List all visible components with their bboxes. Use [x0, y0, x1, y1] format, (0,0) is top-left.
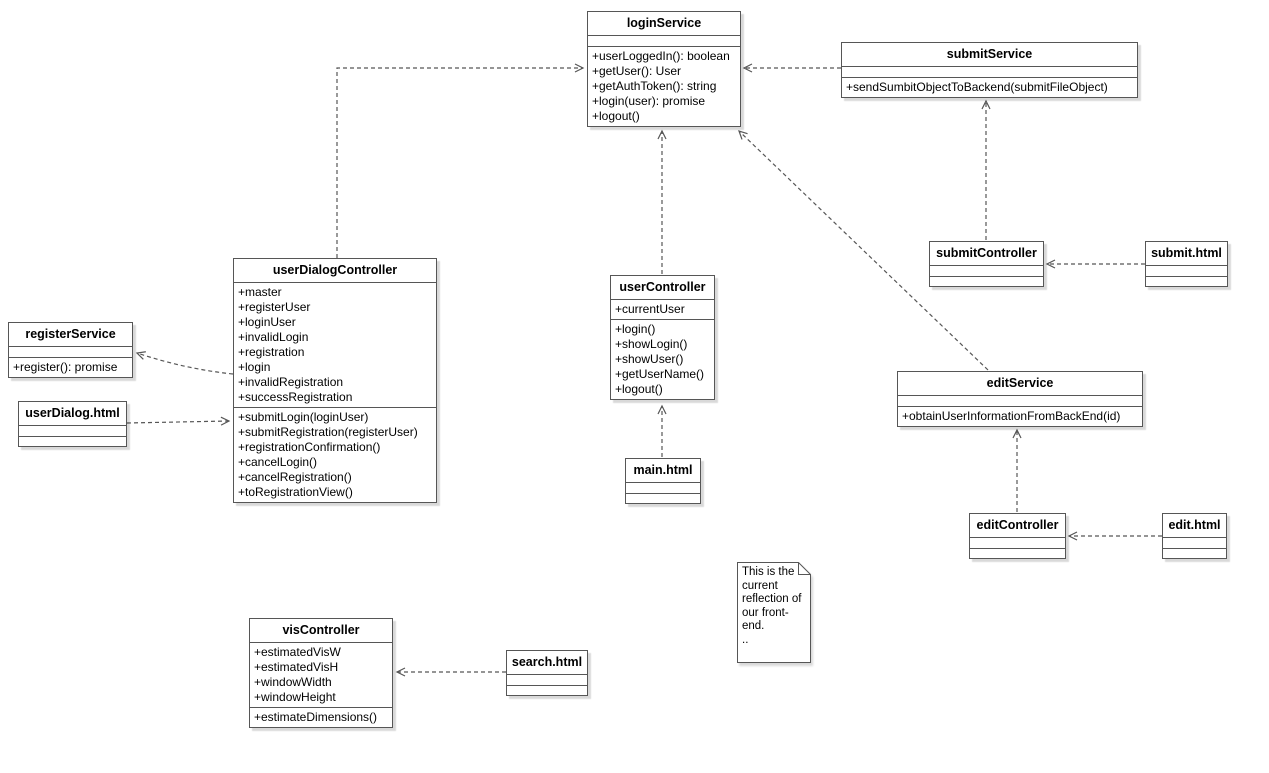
class-title: userDialog.html	[19, 402, 126, 426]
member-line: +logout()	[615, 382, 663, 396]
class-registerservice[interactable]: registerService +register(): promise	[8, 322, 133, 378]
class-methods	[507, 685, 587, 695]
class-methods: +obtainUserInformationFromBackEnd(id)	[898, 406, 1142, 426]
class-attributes	[626, 483, 700, 493]
class-methods: +userLoggedIn(): boolean+getUser(): User…	[588, 46, 740, 126]
member-line: +register(): promise	[13, 360, 118, 374]
class-submitcontroller[interactable]: submitController	[929, 241, 1044, 287]
class-methods: +sendSumbitObjectToBackend(submitFileObj…	[842, 77, 1137, 97]
member-line: +estimatedVisH	[254, 660, 339, 674]
class-methods	[19, 436, 126, 446]
member-line: +sendSumbitObjectToBackend(submitFileObj…	[846, 80, 1108, 94]
class-methods	[1146, 276, 1227, 286]
class-methods: +register(): promise	[9, 357, 132, 377]
member-line: +cancelLogin()	[238, 455, 318, 469]
member-line: +registration	[238, 345, 305, 359]
member-line: +estimatedVisW	[254, 645, 341, 659]
class-viscontroller[interactable]: visController +estimatedVisW+estimatedVi…	[249, 618, 393, 728]
class-title: submitController	[930, 242, 1043, 266]
class-editcontroller[interactable]: editController	[969, 513, 1066, 559]
class-attributes	[898, 396, 1142, 406]
class-main-html[interactable]: main.html	[625, 458, 701, 504]
class-attributes	[1163, 538, 1226, 548]
class-methods: +estimateDimensions()	[250, 707, 392, 727]
member-line: +registrationConfirmation()	[238, 440, 381, 454]
member-line: +invalidLogin	[238, 330, 309, 344]
member-line: +master	[238, 285, 282, 299]
class-title: loginService	[588, 12, 740, 36]
class-methods	[970, 548, 1065, 558]
class-title: search.html	[507, 651, 587, 675]
class-attributes	[930, 266, 1043, 276]
note-text: This is the current reflection of our fr…	[742, 566, 802, 646]
member-line: +submitLogin(loginUser)	[238, 410, 369, 424]
class-title: submitService	[842, 43, 1137, 67]
class-title: userController	[611, 276, 714, 300]
class-edit-html[interactable]: edit.html	[1162, 513, 1227, 559]
class-attributes	[970, 538, 1065, 548]
class-title: userDialogController	[234, 259, 436, 283]
class-title: submit.html	[1146, 242, 1227, 266]
edge-editservice-to-loginservice[interactable]	[738, 130, 989, 371]
member-line: +logout()	[592, 109, 640, 123]
member-line: +cancelRegistration()	[238, 470, 352, 484]
class-attributes	[9, 347, 132, 357]
member-line: +login()	[615, 322, 656, 336]
class-attributes	[588, 36, 740, 46]
member-line: +windowHeight	[254, 690, 336, 704]
class-title: editController	[970, 514, 1065, 538]
member-line: +estimateDimensions()	[254, 710, 378, 724]
class-title: editService	[898, 372, 1142, 396]
class-attributes: +master+registerUser+loginUser+invalidLo…	[234, 283, 436, 407]
member-line: +obtainUserInformationFromBackEnd(id)	[902, 409, 1121, 423]
class-methods: +login()+showLogin()+showUser()+getUserN…	[611, 319, 714, 399]
member-line: +registerUser	[238, 300, 311, 314]
class-title: visController	[250, 619, 392, 643]
class-title: edit.html	[1163, 514, 1226, 538]
member-line: +getAuthToken(): string	[592, 79, 717, 93]
member-line: +windowWidth	[254, 675, 332, 689]
class-attributes	[19, 426, 126, 436]
class-title: main.html	[626, 459, 700, 483]
member-line: +invalidRegistration	[238, 375, 344, 389]
class-usercontroller[interactable]: userController +currentUser +login()+sho…	[610, 275, 715, 400]
member-line: +currentUser	[615, 302, 685, 316]
member-line: +showLogin()	[615, 337, 688, 351]
class-search-html[interactable]: search.html	[506, 650, 588, 696]
member-line: +getUser(): User	[592, 64, 682, 78]
class-userdialogcontroller[interactable]: userDialogController +master+registerUse…	[233, 258, 437, 503]
class-editservice[interactable]: editService +obtainUserInformationFromBa…	[897, 371, 1143, 427]
note[interactable]: This is the current reflection of our fr…	[737, 562, 811, 663]
class-attributes: +estimatedVisW+estimatedVisH+windowWidth…	[250, 643, 392, 707]
class-attributes	[842, 67, 1137, 77]
member-line: +showUser()	[615, 352, 684, 366]
member-line: +login(user): promise	[592, 94, 706, 108]
edge-userdialoghtml-to-userdialogcontroller[interactable]	[126, 416, 231, 426]
class-title: registerService	[9, 323, 132, 347]
member-line: +successRegistration	[238, 390, 353, 404]
class-methods	[1163, 548, 1226, 558]
class-methods: +submitLogin(loginUser)+submitRegistrati…	[234, 407, 436, 502]
member-line: +submitRegistration(registerUser)	[238, 425, 418, 439]
class-attributes	[1146, 266, 1227, 276]
class-submit-html[interactable]: submit.html	[1145, 241, 1228, 287]
class-attributes	[507, 675, 587, 685]
class-userdialog-html[interactable]: userDialog.html	[18, 401, 127, 447]
member-line: +userLoggedIn(): boolean	[592, 49, 730, 63]
member-line: +loginUser	[238, 315, 296, 329]
edge-userdialogcontroller-to-registerservice[interactable]	[135, 351, 234, 375]
class-loginservice[interactable]: loginService +userLoggedIn(): boolean+ge…	[587, 11, 741, 127]
class-attributes: +currentUser	[611, 300, 714, 319]
class-methods	[930, 276, 1043, 286]
edge-userdialogcontroller-to-loginservice[interactable]	[336, 63, 585, 258]
member-line: +login	[238, 360, 271, 374]
member-line: +toRegistrationView()	[238, 485, 353, 499]
class-submitservice[interactable]: submitService +sendSumbitObjectToBackend…	[841, 42, 1138, 98]
note-shape-icon	[737, 562, 811, 663]
member-line: +getUserName()	[615, 367, 705, 381]
class-methods	[626, 493, 700, 503]
